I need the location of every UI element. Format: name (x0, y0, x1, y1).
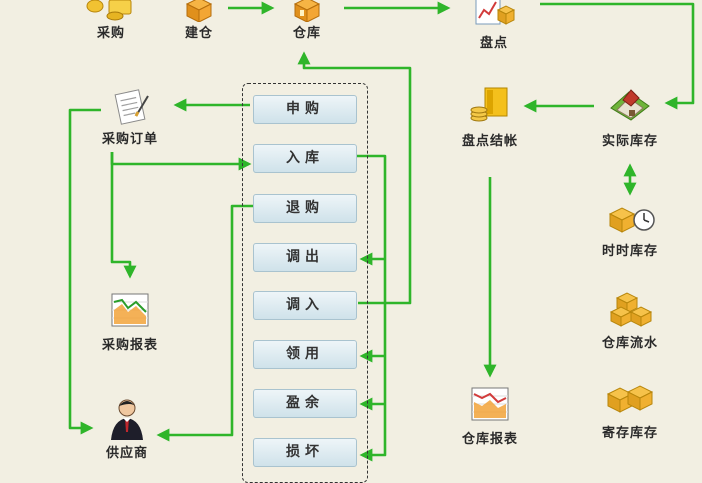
node-label: 盘点 (479, 36, 508, 51)
node-shishi-kucun[interactable]: 时时库存 (592, 200, 668, 259)
node-label: 供应商 (105, 446, 148, 461)
node-label: 采购报表 (101, 338, 158, 353)
warehouse-box-icon (293, 0, 321, 22)
node-cangku-baobiao[interactable]: 仓库报表 (450, 384, 530, 447)
op-button-lingyong[interactable]: 领用 (253, 340, 357, 369)
node-gongyingshang[interactable]: 供应商 (92, 396, 162, 461)
node-jicun-kucun[interactable]: 寄存库存 (592, 382, 668, 441)
node-label: 寄存库存 (601, 426, 658, 441)
op-button-tiaoru[interactable]: 调入 (253, 291, 357, 320)
op-button-ruku[interactable]: 入库 (253, 144, 357, 173)
node-pandian-jiezhang[interactable]: 盘点结帐 (450, 86, 530, 149)
node-caigou-baobiao[interactable]: 采购报表 (90, 290, 170, 353)
arrow-tuigou-gongyingshang (156, 204, 253, 442)
order-document-icon (114, 89, 149, 125)
arrow-dingdan-ruku (110, 152, 252, 171)
box-stack-icon (609, 292, 653, 327)
arrow-dingdan-gongyingshang (68, 108, 101, 435)
report-chart-icon (471, 387, 509, 421)
arrow-dingdan-baobiao (110, 152, 137, 279)
supplier-person-icon (111, 399, 143, 440)
node-label: 时时库存 (601, 244, 658, 259)
flow-diagram: 采购 建仓 仓库 盘点 (68, 0, 695, 483)
node-cangku-liushui[interactable]: 仓库流水 (592, 288, 668, 351)
gold-coins-icon (86, 0, 132, 21)
report-chart-icon (111, 293, 149, 327)
ledger-folder-icon (470, 87, 508, 122)
box-build-icon (185, 0, 213, 22)
warehouse-house-icon (610, 89, 650, 121)
op-button-sunhuai[interactable]: 损坏 (253, 438, 357, 467)
op-button-tiaochu[interactable]: 调出 (253, 243, 357, 272)
operations-panel (242, 83, 368, 483)
node-label: 仓库报表 (461, 432, 518, 447)
op-button-yingyu[interactable]: 盈余 (253, 389, 357, 418)
open-boxes-icon (606, 385, 654, 413)
node-label: 采购 (96, 26, 125, 41)
node-label: 仓库 (292, 26, 321, 41)
boxes-clock-icon (608, 207, 655, 233)
node-caigou-dingdan[interactable]: 采购订单 (90, 86, 170, 147)
node-label: 建仓 (184, 26, 213, 41)
arrow-tiaoru-cangku (297, 51, 412, 305)
node-label: 盘点结帐 (461, 134, 518, 149)
node-caigou[interactable]: 采购 (82, 0, 140, 41)
node-label: 实际库存 (601, 134, 658, 149)
arrow-ruku-bus (357, 154, 387, 462)
node-shiji-kucun[interactable]: 实际库存 (592, 86, 668, 149)
node-label: 采购订单 (101, 132, 158, 147)
node-jiancang[interactable]: 建仓 (170, 0, 228, 41)
stocktake-chart-icon (475, 0, 516, 25)
arrow-pandian-shiji (540, 2, 695, 110)
node-label: 仓库流水 (601, 336, 658, 351)
op-button-shengou[interactable]: 申购 (253, 95, 357, 124)
op-button-tuigou[interactable]: 退购 (253, 194, 357, 223)
node-pandian[interactable]: 盘点 (464, 0, 524, 51)
node-cangku[interactable]: 仓库 (278, 0, 336, 41)
